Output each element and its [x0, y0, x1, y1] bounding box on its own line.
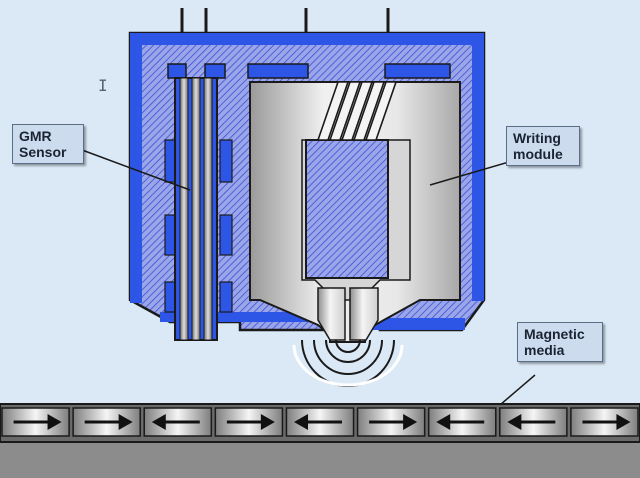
writing-module-yoke: [249, 81, 461, 343]
writing-module-label: Writing module: [506, 126, 580, 166]
gmr-sensor-label: GMR Sensor: [12, 124, 84, 164]
magnetic-media-label-line-1: Magnetic: [524, 326, 585, 342]
gmr-sensor-label-line-1: GMR: [19, 128, 52, 144]
lead-wires: [180, 8, 390, 33]
arrowhead-right-icon: [403, 414, 418, 430]
gmr-sensor-label-line-2: Sensor: [19, 144, 67, 160]
arrowhead-right-icon: [260, 414, 275, 430]
magnetic-media-label: Magnetic media: [517, 322, 603, 362]
arrowhead-left-icon: [294, 414, 308, 430]
arrowhead-right-icon: [118, 414, 133, 430]
arrowhead-left-icon: [151, 414, 166, 430]
text-cursor-icon: I: [98, 76, 108, 95]
arrowhead-left-icon: [436, 414, 451, 430]
magnetic-media-label-line-2: media: [524, 342, 565, 358]
magnetic-media-strip: [0, 403, 640, 478]
arrowhead-right-icon: [47, 414, 62, 430]
write-field-arcs: [292, 339, 404, 387]
leader-lines: [73, 146, 536, 406]
arrowhead-left-icon: [507, 414, 522, 430]
arrowhead-right-icon: [616, 414, 631, 430]
gmr-sensor-stack: [174, 77, 218, 341]
writing-module-label-line-1: Writing: [513, 130, 561, 146]
writing-module-label-line-2: module: [513, 146, 563, 162]
